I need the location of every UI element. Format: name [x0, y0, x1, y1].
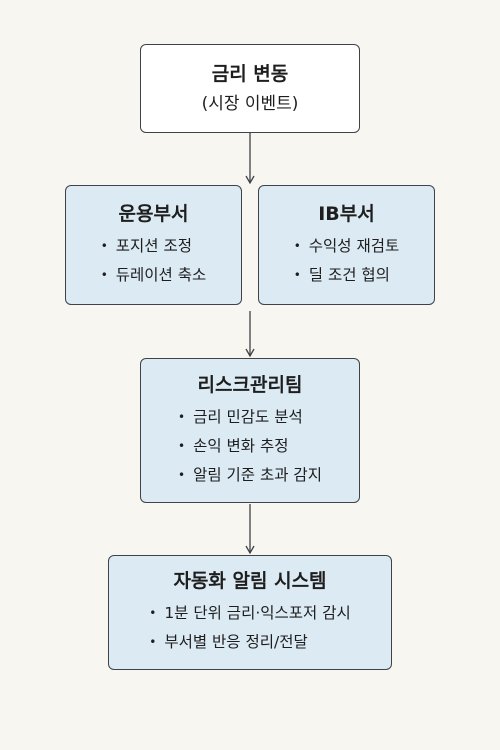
list-item: 손익 변화 추정 — [178, 432, 322, 461]
node-ib-dept-title: IB부서 — [318, 203, 375, 225]
node-risk-team-list: 금리 민감도 분석 손익 변화 추정 알림 기준 초과 감지 — [178, 403, 322, 490]
list-item: 포지션 조정 — [101, 232, 207, 261]
list-item: 1분 단위 금리·익스포저 감시 — [149, 599, 350, 628]
node-ib-dept: IB부서 수익성 재검토 딜 조건 협의 — [258, 185, 435, 305]
list-item: 부서별 반응 정리/전달 — [149, 628, 351, 657]
list-item: 알림 기준 초과 감지 — [178, 461, 322, 490]
node-alert-system: 자동화 알림 시스템 1분 단위 금리·익스포저 감시 부서별 반응 정리/전달 — [108, 555, 392, 670]
node-market-event-subtitle: (시장 이벤트) — [201, 94, 299, 114]
node-alert-system-list: 1분 단위 금리·익스포저 감시 부서별 반응 정리/전달 — [149, 599, 351, 657]
list-item: 딜 조건 협의 — [294, 261, 400, 290]
list-item: 듀레이션 축소 — [101, 261, 207, 290]
node-alert-system-title: 자동화 알림 시스템 — [173, 570, 327, 592]
node-risk-team-title: 리스크관리팀 — [197, 374, 303, 396]
node-operations-dept-list: 포지션 조정 듀레이션 축소 — [101, 232, 207, 290]
node-risk-team: 리스크관리팀 금리 민감도 분석 손익 변화 추정 알림 기준 초과 감지 — [140, 358, 360, 503]
node-market-event: 금리 변동 (시장 이벤트) — [140, 44, 360, 133]
list-item: 금리 민감도 분석 — [178, 403, 322, 432]
node-market-event-title: 금리 변동 — [211, 63, 289, 85]
node-operations-dept: 운용부서 포지션 조정 듀레이션 축소 — [65, 185, 242, 305]
node-operations-dept-title: 운용부서 — [118, 203, 189, 225]
list-item: 수익성 재검토 — [294, 232, 400, 261]
node-ib-dept-list: 수익성 재검토 딜 조건 협의 — [294, 232, 400, 290]
